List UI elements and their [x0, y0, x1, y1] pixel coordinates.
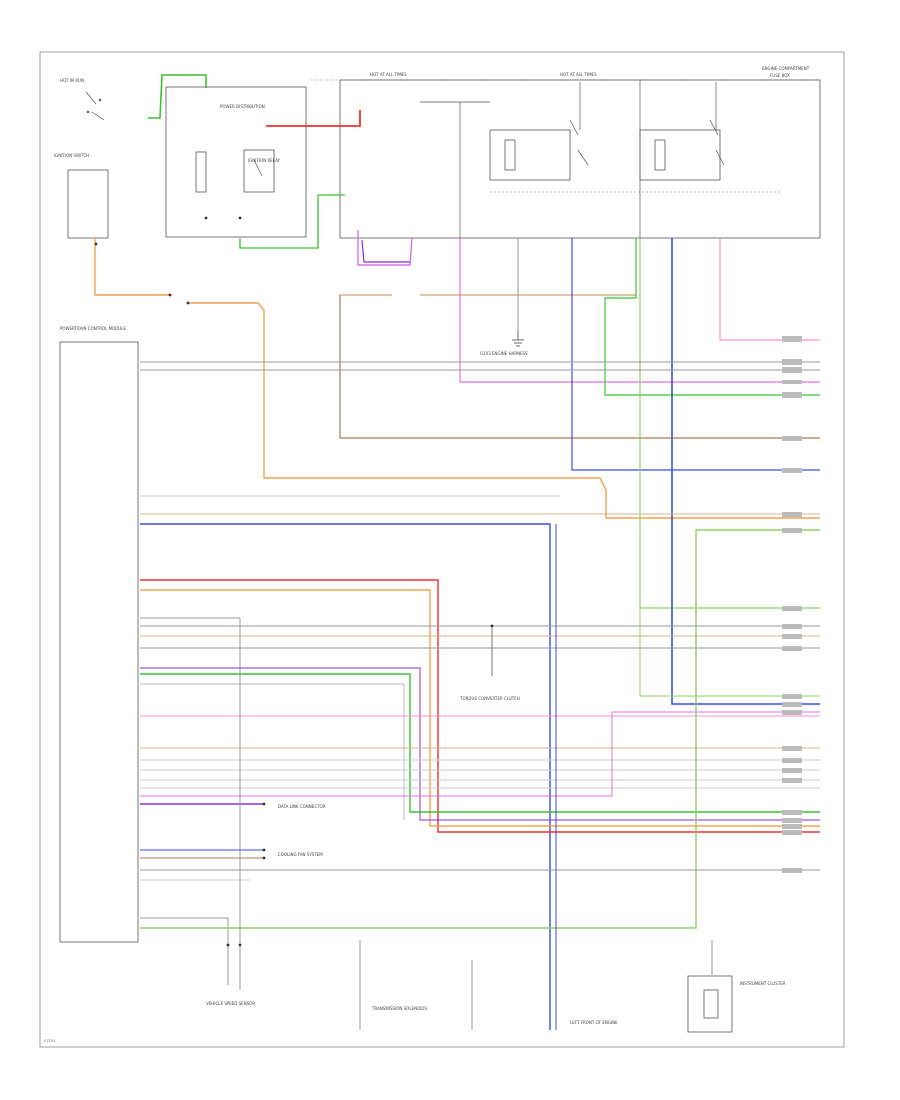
- pcm-signal-lines: [140, 361, 820, 1030]
- wire-brown-long: [339, 295, 820, 439]
- label-transmission: TRANSMISSION SOLENOIDS: [371, 1006, 427, 1011]
- label-hot-in-run: HOT IN RUN: [60, 78, 84, 83]
- ignition-switch-box: [67, 169, 109, 239]
- fuse-relay-block: [339, 79, 821, 239]
- wire-blue-fuse: [571, 238, 820, 471]
- label-engine-compartment: ENGINE COMPARTMENT: [762, 66, 810, 71]
- wire-red-feed: [266, 110, 361, 127]
- label-instrument-cluster: INSTRUMENT CLUSTER: [740, 981, 786, 986]
- wire-green-ignition: [239, 194, 345, 249]
- power-distribution-block: POWER DISTRIBUTION IGNITION RELAY: [165, 86, 307, 238]
- ignition-switch-block: HOT IN RUN IGNITION SWITCH: [54, 78, 109, 239]
- wire-purple-loop: [361, 239, 410, 263]
- label-ignition-switch: IGNITION SWITCH: [54, 153, 89, 158]
- wire-green-fuse-2: [639, 238, 820, 609]
- label-ignition-relay: IGNITION RELAY: [248, 158, 281, 163]
- label-power-distribution: POWER DISTRIBUTION: [220, 104, 265, 109]
- pcm-box: [59, 341, 139, 943]
- label-cooling-fan: COOLING FAN SYSTEM: [278, 852, 323, 857]
- fuse-box-frame: [339, 79, 821, 239]
- label-hot-at-all-times-top: HOT AT ALL TIMES: [370, 72, 407, 77]
- instrument-cluster: INSTRUMENT CLUSTER: [687, 975, 786, 1033]
- label-ground-ref: G103 ENGINE HARNESS: [480, 351, 528, 356]
- wire-orange-main: [188, 302, 820, 519]
- right-edge-connector-marks: [782, 336, 802, 873]
- label-left-front: LEFT FRONT OF ENGINE: [570, 1020, 618, 1025]
- wire-green-hot-in-run: [148, 74, 207, 119]
- label-data-link: DATA LINK CONNECTOR: [278, 804, 326, 809]
- power-distribution-box: [165, 86, 307, 238]
- label-pcm: POWERTRAIN CONTROL MODULE: [60, 326, 126, 331]
- wire-green-fuse: [604, 238, 820, 396]
- footer-code: F1234: [44, 1039, 56, 1043]
- label-vehicle-speed: VEHICLE SPEED SENSOR: [206, 1001, 255, 1006]
- label-hot-at-all-times-mid: HOT AT ALL TIMES: [560, 72, 597, 77]
- diagram-frame: [39, 51, 845, 1048]
- label-fuse-box: FUSE BOX: [770, 73, 790, 78]
- wire-magenta-fuse: [459, 238, 820, 383]
- splice-dots: [94, 216, 494, 947]
- ground-symbol-g1: [512, 330, 524, 347]
- wire-pink-fuse: [719, 238, 820, 341]
- wire-magenta-loop: [357, 230, 413, 266]
- label-tcc: TORQUE CONVERTER CLUTCH: [459, 696, 520, 701]
- wire-blue-fuse-2: [671, 238, 820, 705]
- wire-orange-ignition: [94, 238, 170, 296]
